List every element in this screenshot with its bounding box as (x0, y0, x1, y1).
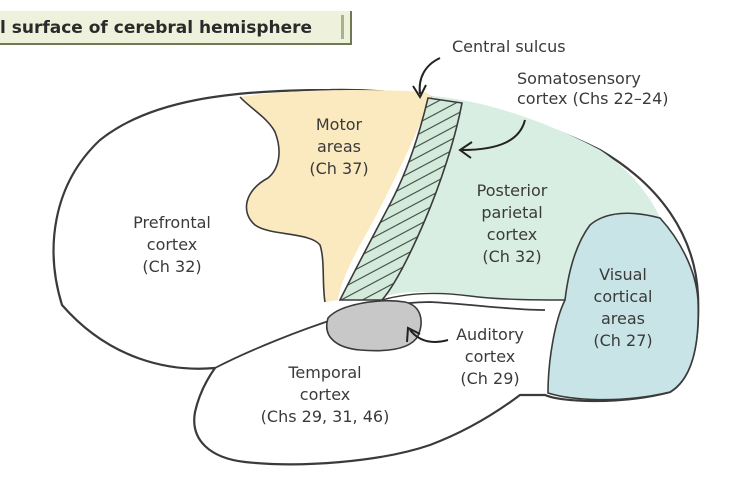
temporal-label-line-3: (Chs 29, 31, 46) (261, 407, 390, 426)
prefrontal-label-line-2: cortex (147, 235, 197, 254)
central-sulcus-label: Central sulcus (452, 37, 566, 56)
motor-label-line-3: (Ch 37) (309, 159, 368, 178)
auditory-label: Auditory cortex (Ch 29) (456, 325, 524, 388)
parietal-edge (381, 292, 566, 301)
posterior-parietal-label-line-4: (Ch 32) (482, 247, 541, 266)
auditory-arrowhead (406, 326, 421, 343)
somatosensory-arrow (461, 119, 526, 151)
visual-label: Visual cortical areas (Ch 27) (593, 265, 652, 350)
motor-label: Motor areas (Ch 37) (309, 115, 368, 178)
visual-label-line-1: Visual (599, 265, 647, 284)
visual-cortical-area (547, 212, 700, 401)
visual-label-line-2: cortical (594, 287, 653, 306)
motor-label-line-2: areas (317, 137, 361, 156)
auditory-label-line-1: Auditory (456, 325, 524, 344)
motor-area-edge (239, 96, 326, 303)
title-banner: l surface of cerebral hemisphere (0, 11, 352, 45)
prefrontal-label-line-3: (Ch 32) (142, 257, 201, 276)
auditory-label-line-2: cortex (465, 347, 515, 366)
posterior-parietal-label: Posterior parietal cortex (Ch 32) (477, 181, 548, 266)
auditory-cortex-area (325, 299, 422, 352)
posterior-parietal-label-line-1: Posterior (477, 181, 548, 200)
visual-label-line-3: areas (601, 309, 645, 328)
central-sulcus-arrow (418, 57, 441, 95)
somatosensory-arrowhead (458, 141, 473, 159)
prefrontal-label: Prefrontal cortex (Ch 32) (133, 213, 211, 276)
somatosensory-label-line-1: Somatosensory (517, 69, 641, 88)
prefrontal-label-line-1: Prefrontal (133, 213, 211, 232)
temporal-label-line-2: cortex (300, 385, 350, 404)
visual-label-line-4: (Ch 27) (593, 331, 652, 350)
temporal-label: Temporal cortex (Chs 29, 31, 46) (261, 363, 390, 426)
diagram-title: l surface of cerebral hemisphere (0, 18, 313, 38)
motor-area (240, 89, 432, 302)
motor-label-line-1: Motor (316, 115, 363, 134)
posterior-parietal-label-line-2: parietal (481, 203, 542, 222)
somatosensory-label: Somatosensory cortex (Chs 22–24) (517, 69, 669, 108)
somatosensory-label-line-2: cortex (Chs 22–24) (517, 89, 669, 108)
auditory-label-line-3: (Ch 29) (460, 369, 519, 388)
central-sulcus-arrowhead (412, 84, 427, 100)
temporal-label-line-1: Temporal (287, 363, 361, 382)
posterior-parietal-label-line-3: cortex (487, 225, 537, 244)
auditory-arrow (409, 329, 449, 343)
